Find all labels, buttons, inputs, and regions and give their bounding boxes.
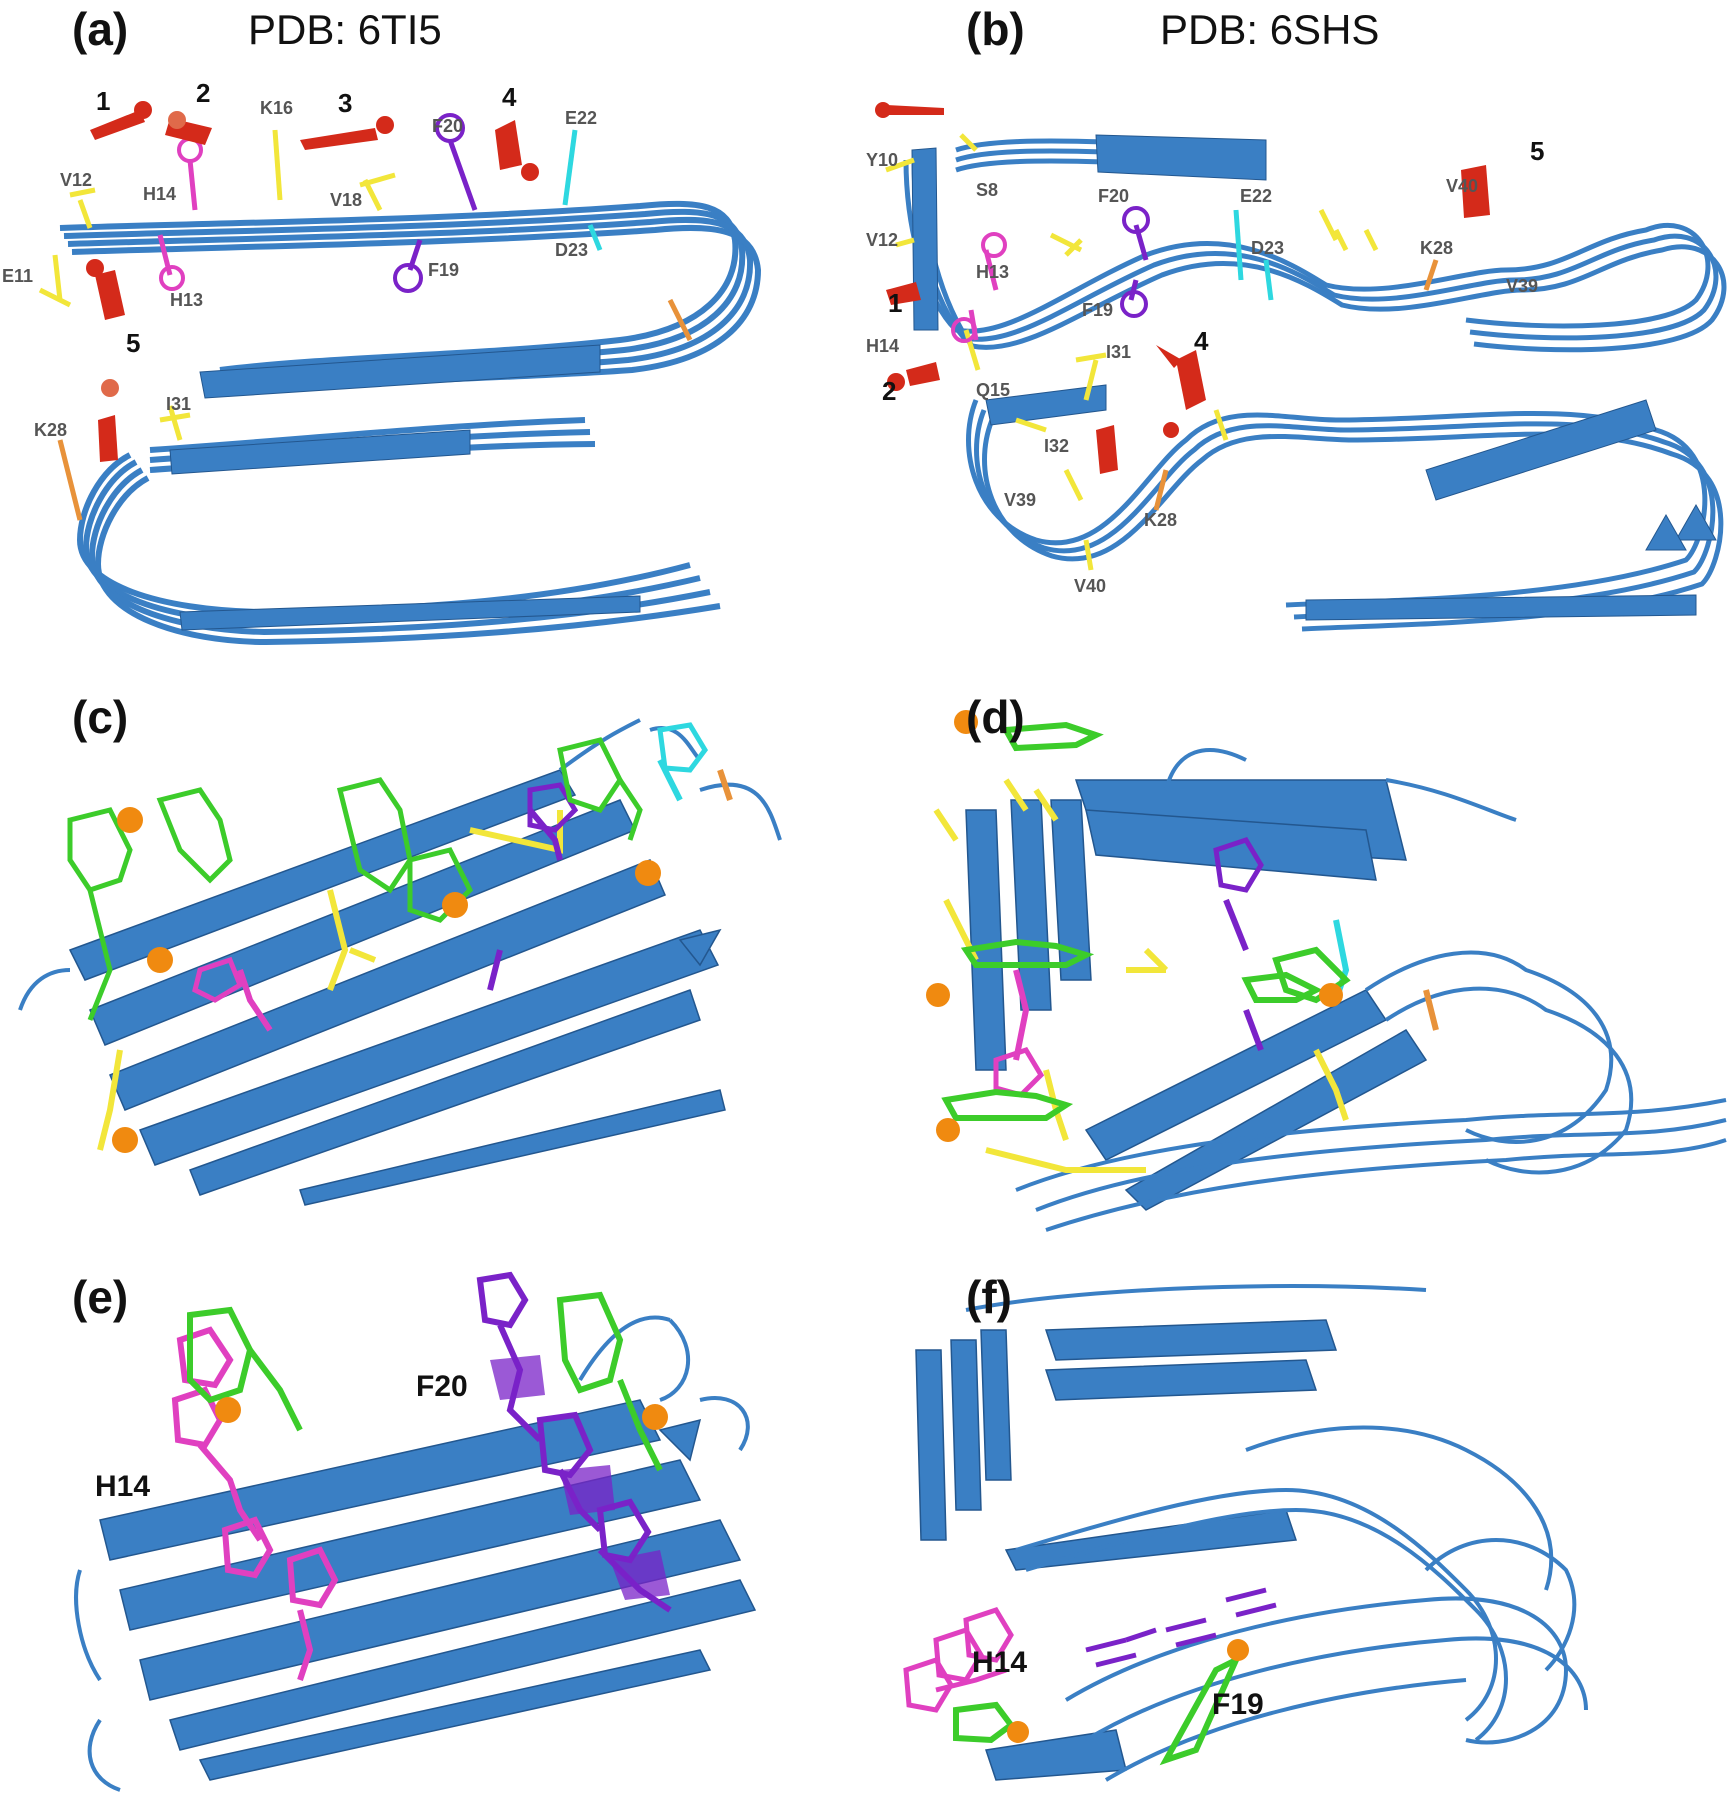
binding-site-number: 5 — [1530, 136, 1545, 166]
residue-label: V18 — [330, 190, 363, 210]
panel-a-structure — [38, 101, 762, 646]
residue-label: F19 — [428, 260, 460, 280]
residue-label: H14 — [143, 184, 177, 204]
residue-label: H13 — [170, 290, 204, 310]
residue-label: F19 — [1082, 300, 1114, 320]
residue-label: V39 — [1506, 276, 1539, 296]
panel-e-structure — [74, 1271, 757, 1792]
binding-site-number: 1 — [888, 288, 903, 318]
binding-site-number: 5 — [126, 328, 141, 358]
binding-site-number: 2 — [196, 78, 211, 108]
panel-d-label: (d) — [966, 691, 1025, 743]
panel-b-label: (b) — [966, 3, 1025, 55]
residue-label: K28 — [34, 420, 68, 440]
residue-label: E22 — [565, 108, 598, 128]
residue-label: I31 — [166, 394, 192, 414]
residue-label: D23 — [555, 240, 589, 260]
residue-label: F20 — [1098, 186, 1130, 206]
residue-label: E22 — [1240, 186, 1273, 206]
panel-a-label: (a) — [72, 3, 129, 55]
residue-label-h14: H14 — [972, 1646, 1028, 1679]
binding-site-number: 3 — [338, 88, 353, 118]
residue-label: V12 — [866, 230, 899, 250]
panel-c: (c) — [0, 690, 800, 1210]
residue-label: V40 — [1074, 576, 1107, 596]
panel-a: (a) PDB: 6TI5 V12 H14 K16 V18 F20 E22 E1… — [0, 0, 860, 680]
panel-a-title: PDB: 6TI5 — [248, 6, 442, 53]
residue-label: F20 — [432, 116, 464, 136]
panel-f: (f) H14 F19 — [866, 1270, 1733, 1800]
residue-label: K16 — [260, 98, 294, 118]
residue-label: I32 — [1044, 436, 1070, 456]
panel-b-structure — [875, 102, 1727, 632]
panel-e-label: (e) — [72, 1271, 129, 1323]
residue-label: Y10 — [866, 150, 899, 170]
residue-label: E11 — [2, 266, 34, 286]
residue-label: H13 — [976, 262, 1010, 282]
residue-label: K28 — [1420, 238, 1454, 258]
residue-label: V39 — [1004, 490, 1037, 510]
residue-label: K28 — [1144, 510, 1178, 530]
residue-label-h14: H14 — [95, 1470, 151, 1503]
residue-label: I31 — [1106, 342, 1132, 362]
residue-label: V40 — [1446, 176, 1479, 196]
residue-label-f19: F19 — [1212, 1688, 1264, 1721]
residue-label-f20: F20 — [416, 1370, 468, 1403]
binding-site-number: 4 — [502, 82, 517, 112]
panel-c-structure — [18, 718, 782, 1206]
panel-b-title: PDB: 6SHS — [1160, 6, 1380, 53]
residue-label: H14 — [866, 336, 900, 356]
panel-d-structure — [926, 710, 1727, 1232]
panel-d: (d) — [866, 690, 1733, 1240]
panel-e: (e) H14 F20 — [0, 1270, 860, 1800]
residue-label: V12 — [60, 170, 93, 190]
panel-b: (b) PDB: 6SHS Y10 S8 V12 H13 H14 Q15 F20… — [866, 0, 1733, 680]
binding-site-number: 2 — [882, 376, 897, 406]
residue-label: S8 — [976, 180, 999, 200]
panel-f-structure — [903, 1284, 1588, 1782]
binding-site-number: 1 — [96, 86, 111, 116]
binding-site-number: 4 — [1194, 326, 1209, 356]
residue-label: Q15 — [976, 380, 1011, 400]
panel-c-label: (c) — [72, 691, 129, 743]
panel-f-label: (f) — [966, 1271, 1012, 1323]
residue-label: D23 — [1251, 238, 1285, 258]
